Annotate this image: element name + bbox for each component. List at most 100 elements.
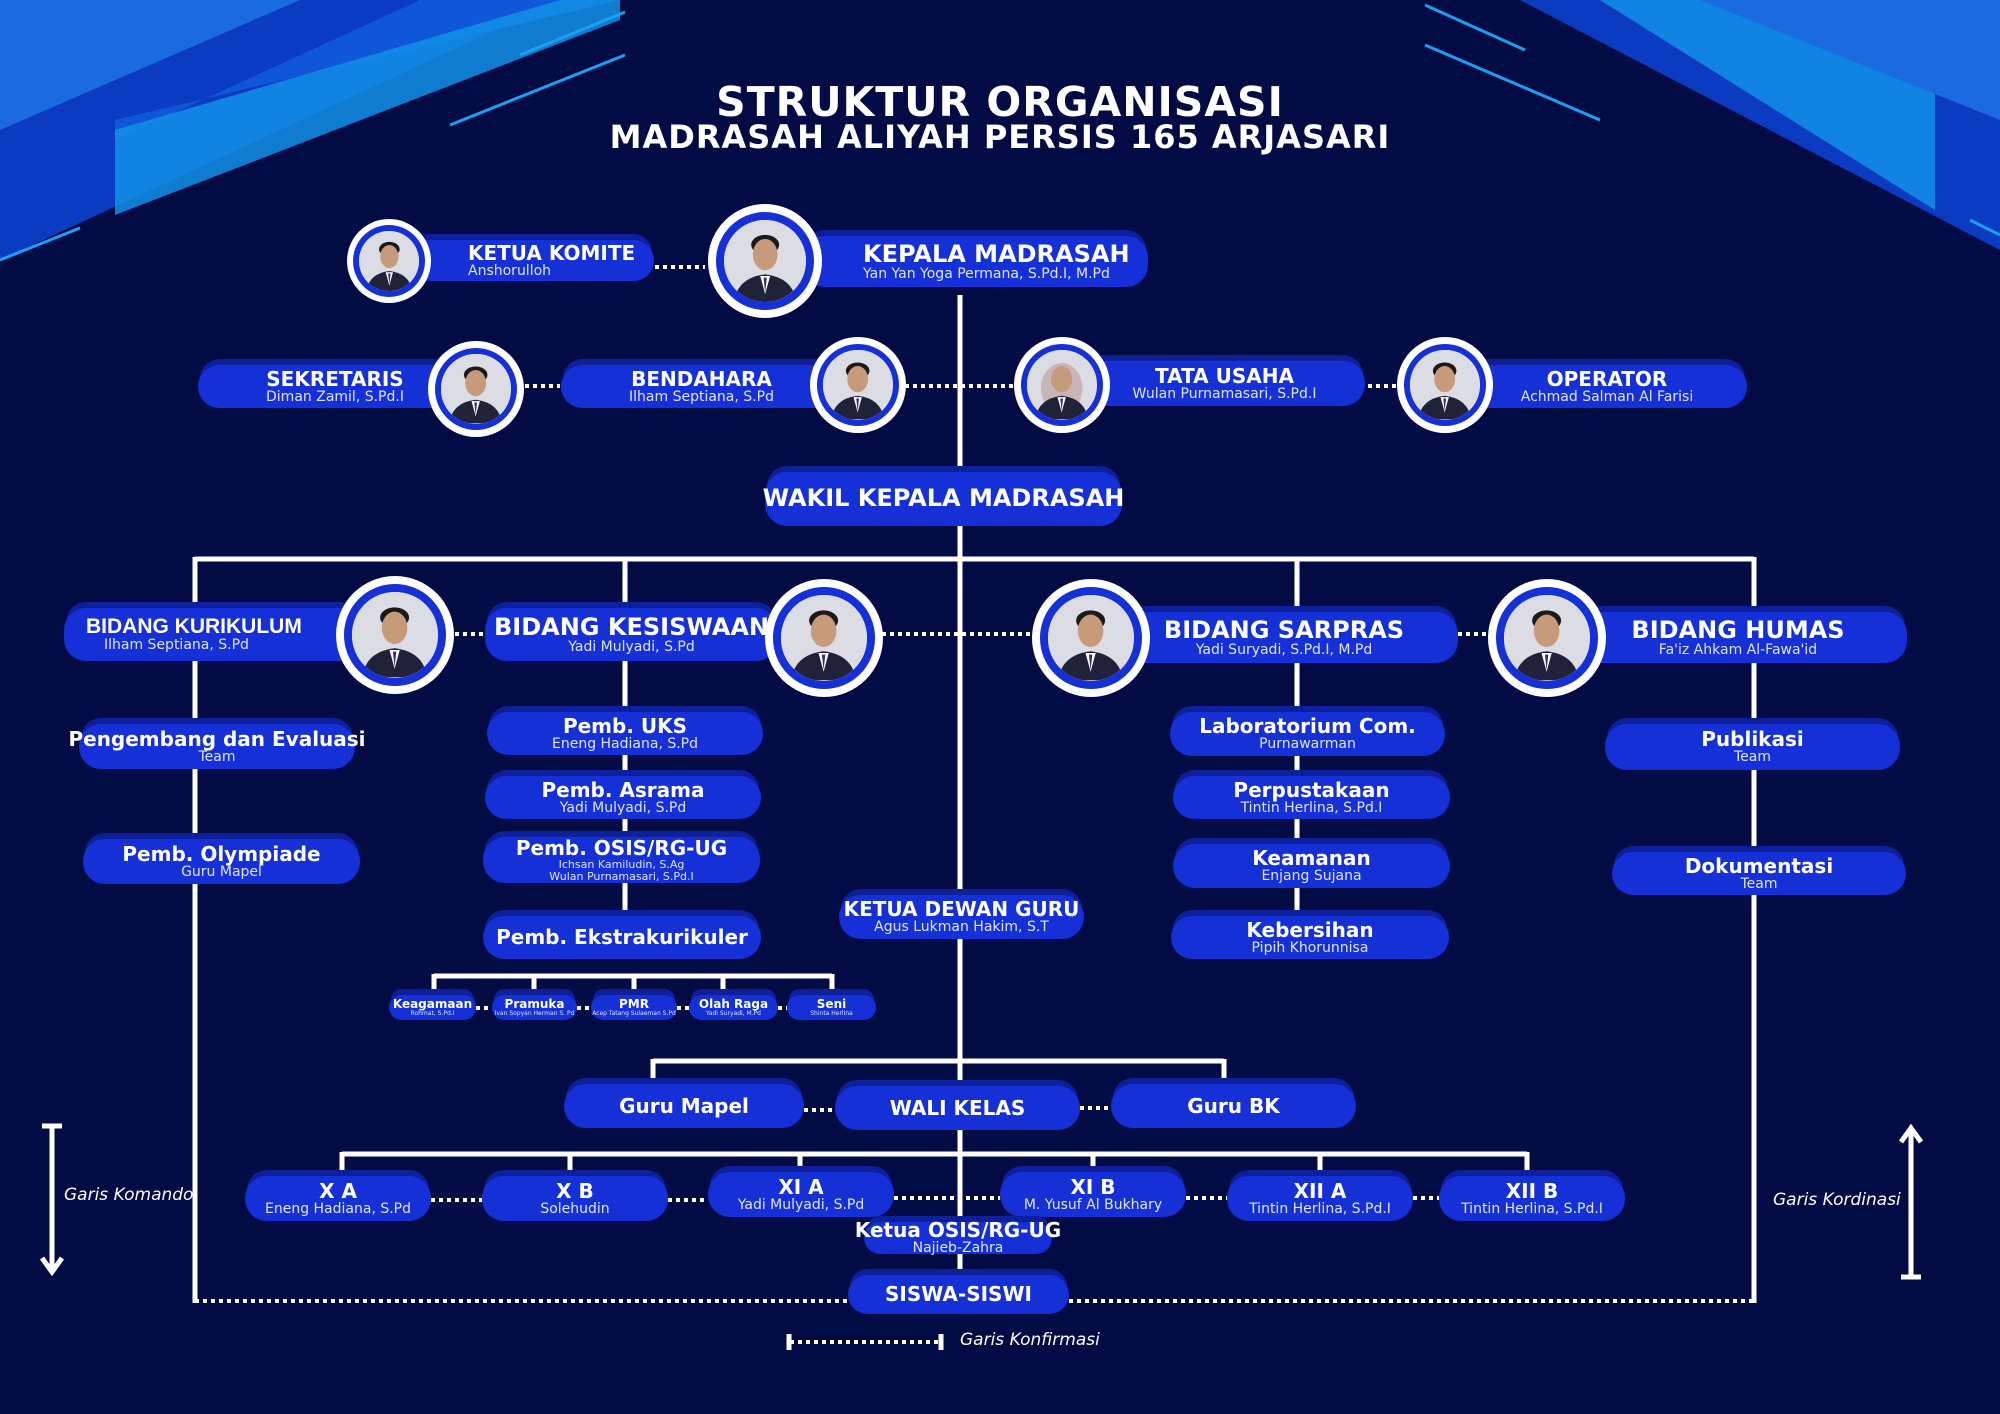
node-person-name: Tintin Herlina, S.Pd.I <box>1249 1200 1391 1217</box>
person-photo-icon <box>1048 595 1134 681</box>
node-title: Keamanan <box>1252 846 1371 871</box>
portrait-humas <box>1488 579 1606 697</box>
node-title: X A <box>319 1178 357 1203</box>
portrait-ring <box>773 587 875 689</box>
node-person-name: Pipih Khorunnisa <box>1251 939 1369 956</box>
node-title: Guru Mapel <box>619 1093 749 1118</box>
portrait-operator <box>1397 337 1493 433</box>
node-person-name: Agus Lukman Hakim, S.T <box>874 919 1049 936</box>
node-title: TATA USAHA <box>1155 363 1294 388</box>
portrait-ring <box>434 347 518 431</box>
node-siswa: SISWA-SISWI <box>848 1275 1069 1314</box>
node-person-name: Tintin Herlina, S.Pd.I <box>1461 1200 1603 1217</box>
node-person-name: Fa'iz Ahkam Al-Fawa'id <box>1658 641 1818 658</box>
node-person-name: Yadi Suryadi, S.Pd.I, M.Pd <box>1195 641 1373 658</box>
node-title: BIDANG HUMAS <box>1631 615 1845 644</box>
node-person-name: Yadi Mulyadi, S.Pd <box>559 799 687 816</box>
node-person-name: Rohmat, S.Pd.I <box>410 1009 455 1017</box>
portrait-ring <box>1496 587 1598 689</box>
portrait-tatausaha <box>1014 337 1110 433</box>
node-title: KEPALA MADRASAH <box>863 239 1130 268</box>
person-photo-icon <box>823 350 893 420</box>
node-person-name: Ilham Septiana, S.Pd <box>629 388 774 405</box>
node-title: BIDANG KESISWAAN <box>494 612 769 641</box>
node-title: Dokumentasi <box>1684 853 1834 878</box>
legend-garis-konfirmasi: Garis Konfirmasi <box>960 1330 1100 1350</box>
node-title: Pemb. Olympiade <box>122 841 321 866</box>
node-person-name: Anshorulloh <box>468 262 552 279</box>
node-title: SISWA-SISWI <box>885 1282 1032 1306</box>
node-ekstra: Pemb. Ekstrakurikuler <box>483 916 761 959</box>
node-title: XII A <box>1293 1178 1347 1203</box>
node-person-name: Yadi Mulyadi, S.Pd <box>737 1196 865 1213</box>
node-title: Kebersihan <box>1246 917 1374 942</box>
node-walikelas: WALI KELAS <box>835 1086 1080 1130</box>
node-title: WAKIL KEPALA MADRASAH <box>762 484 1125 513</box>
node-person-name: Team <box>1740 875 1778 892</box>
node-title: Guru BK <box>1187 1093 1280 1118</box>
node-title: Olah Raga <box>698 997 769 1012</box>
portrait-kepala <box>708 204 822 318</box>
node-person-name: Shinta Herlina <box>810 1009 853 1017</box>
portrait-ring <box>715 211 815 311</box>
node-title: Pengembang dan Evaluasi <box>68 726 366 751</box>
node-title: Pemb. UKS <box>562 713 688 738</box>
node-title: Laboratorium Com. <box>1199 714 1416 739</box>
node-title: Pemb. Ekstrakurikuler <box>496 925 748 949</box>
node-person-name: Najieb-Zahra <box>912 1240 1004 1257</box>
node-person-name: Yadi Suryadi, M.Pd <box>705 1009 761 1017</box>
node-lab: Laboratorium Com.Purnawarman <box>1170 712 1445 756</box>
node-title: Seni <box>816 997 847 1012</box>
node-person-name: Acep Tatang Sulaeman S.Pd <box>592 1009 676 1017</box>
person-photo-icon <box>1410 350 1480 420</box>
node-person-name: Yan Yan Yoga Permana, S.Pd.I, M.Pd <box>863 265 1110 282</box>
portrait-ring <box>1020 343 1104 427</box>
person-photo-icon <box>358 230 420 292</box>
node-title: XI A <box>778 1174 824 1199</box>
node-person-name: Yadi Mulyadi, S.Pd <box>568 638 695 655</box>
chart-title: STRUKTUR ORGANISASI <box>716 78 1284 126</box>
node-title: XII B <box>1505 1178 1559 1203</box>
node-person-name: Eneng Hadiana, S.Pd <box>264 1200 412 1217</box>
node-title: OPERATOR <box>1546 366 1668 391</box>
person-photo-icon <box>441 354 511 424</box>
node-person-name: Ichsan Kamiludin, S.Ag <box>558 857 685 871</box>
node-title: Perpustakaan <box>1233 777 1390 802</box>
legend-garis-kordinasi: Garis Kordinasi <box>1773 1190 1901 1210</box>
node-wakil: WAKIL KEPALA MADRASAH <box>762 472 1125 526</box>
chart-subtitle: MADRASAH ALIYAH PERSIS 165 ARJASARI <box>609 118 1391 156</box>
person-photo-icon <box>1027 350 1097 420</box>
node-person-name: Enjang Sujana <box>1261 868 1362 885</box>
node-title: Publikasi <box>1701 727 1804 752</box>
person-photo-icon <box>1504 595 1590 681</box>
node-person-name: Wulan Purnamasari, S.Pd.I <box>549 869 694 883</box>
node-person-name: Solehudin <box>540 1200 610 1217</box>
node-person-name: M. Yusuf Al Bukhary <box>1023 1196 1163 1213</box>
node-title: Ketua OSIS/RG-UG <box>854 1218 1062 1243</box>
node-person-name: Wulan Purnamasari, S.Pd.I <box>1132 385 1317 402</box>
node-title: XI B <box>1070 1174 1116 1199</box>
